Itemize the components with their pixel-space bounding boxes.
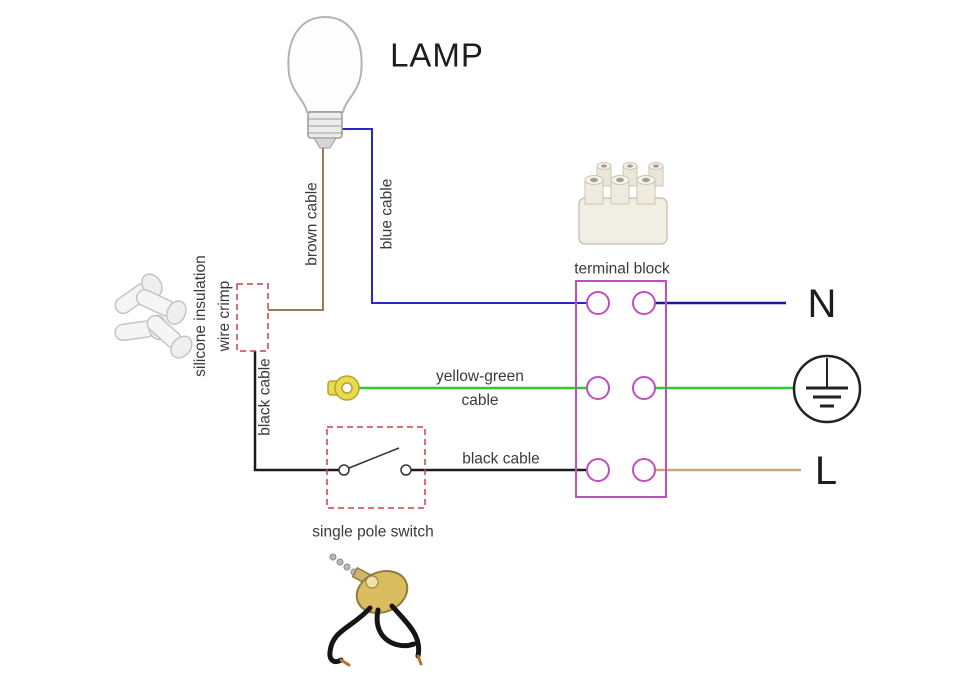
black-cable-left-label: black cable (256, 358, 274, 436)
black-cable-mid-label: black cable (462, 450, 540, 468)
pull-chain-switch-photo (327, 553, 423, 667)
lamp-bulb-icon (287, 15, 363, 149)
wire-crimps-photo (114, 273, 193, 359)
terminal-block-symbol (575, 280, 667, 498)
blue-cable-label: blue cable (378, 178, 396, 250)
neutral-label: N (807, 282, 837, 326)
lamp-title: LAMP (390, 36, 484, 74)
yellow-green-cable-label-line1: yellow-green (436, 367, 524, 385)
live-label: L (814, 449, 838, 493)
single-pole-switch-label: single pole switch (312, 523, 434, 541)
silicone-crimp-label-line1: silicone insulation (191, 255, 209, 377)
black-wire-left (253, 351, 339, 472)
wire-crimp-box (236, 283, 269, 352)
ring-terminal-icon (327, 375, 360, 401)
blue-wire-lamp (341, 128, 587, 304)
silicone-crimp-label: silicone insulation wire crimp (189, 229, 237, 404)
brown-wire (268, 147, 324, 311)
silicone-crimp-label-line2: wire crimp (216, 280, 233, 352)
yellow-green-cable-label: yellow-green cable (415, 365, 545, 413)
terminal-block-photo (578, 162, 668, 245)
yellow-green-cable-label-line2: cable (461, 392, 499, 409)
earth-ground-icon (792, 354, 862, 424)
terminal-block-label: terminal block (574, 260, 670, 278)
switch-symbol (338, 447, 412, 476)
brown-cable-label: brown cable (303, 182, 321, 266)
